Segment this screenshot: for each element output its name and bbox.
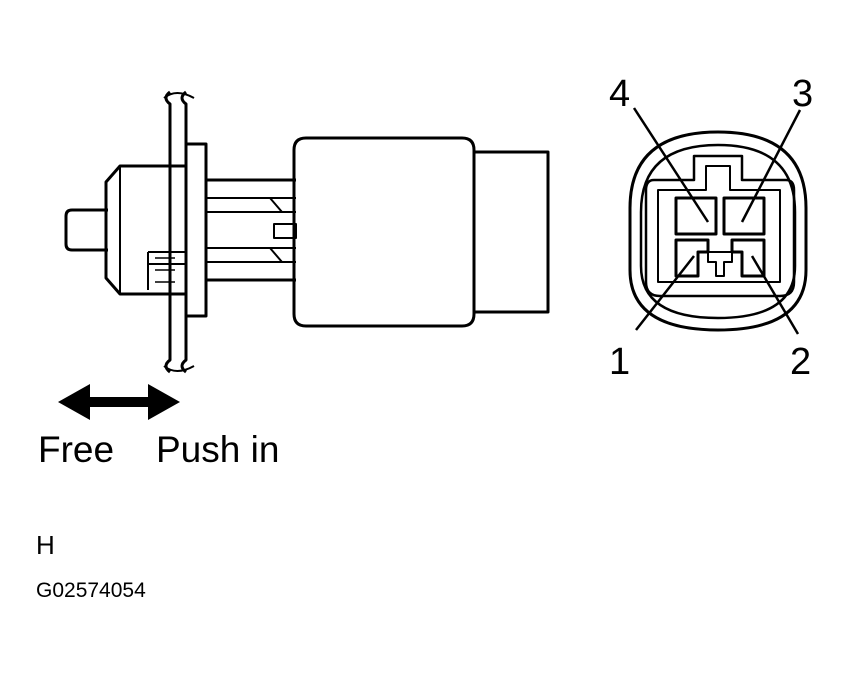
connector-cavity: [644, 154, 796, 298]
terminal-3: [722, 196, 766, 236]
pin-leaders: [632, 107, 802, 335]
label-free: Free: [38, 429, 114, 470]
terminal-key: [707, 251, 733, 277]
plunger-tip: [64, 208, 108, 252]
shaft-taper-marks: [269, 197, 283, 263]
leader-pin-4: [632, 107, 710, 223]
pin-label-2: 2: [790, 341, 811, 383]
connector-rear: [474, 150, 550, 314]
arrow-shaft: [80, 397, 158, 407]
label-push-in: Push in: [156, 429, 279, 470]
panel-break-bottom: [163, 365, 195, 372]
body-thread-marks: [155, 257, 175, 283]
arrow-head-right: [148, 384, 180, 420]
pin-label-4: 4: [609, 73, 630, 115]
main-housing: [292, 136, 476, 328]
panel-break-top: [163, 92, 195, 99]
side-letter: H: [36, 530, 55, 560]
direction-double-arrow-icon: [58, 384, 180, 420]
leader-pin-3: [740, 109, 802, 223]
shaft-key: [273, 223, 297, 239]
terminal-1: [674, 238, 710, 278]
connector-face-view: [628, 130, 808, 332]
leader-pin-2: [750, 255, 800, 335]
figure-code: G02574054: [36, 579, 146, 602]
threaded-body: [104, 164, 186, 296]
lock-nut: [184, 142, 208, 318]
leader-pin-1: [635, 255, 695, 331]
arrow-head-left: [58, 384, 90, 420]
pin-label-3: 3: [792, 73, 813, 115]
terminal-4: [674, 196, 718, 236]
switch-side-view: [64, 90, 550, 374]
mounting-panel-left-edge: [164, 90, 172, 374]
connector-cavity-inner: [657, 165, 781, 283]
connector-outer-shell: [628, 130, 808, 332]
pin-label-1: 1: [609, 341, 630, 383]
